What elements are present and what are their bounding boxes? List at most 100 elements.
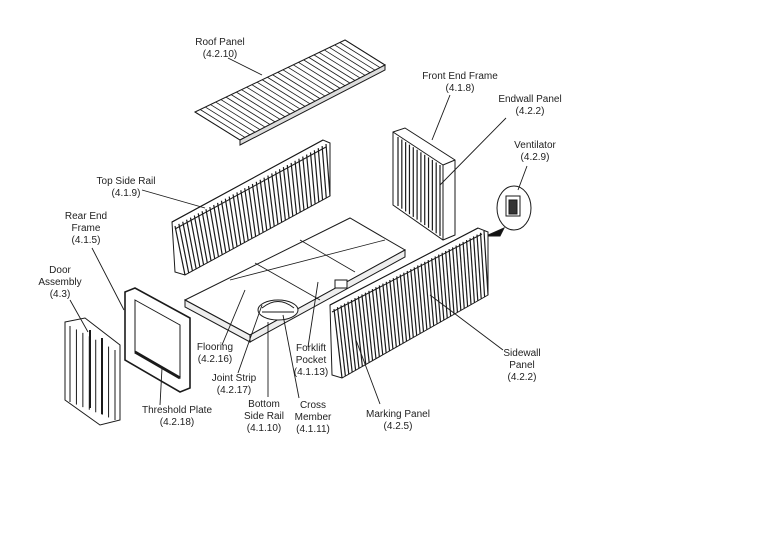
bottom-side-rail-line1: Bottom [248,399,280,410]
corrugation-rib [375,287,384,355]
marking-panel-name: Marking Panel [366,409,430,420]
corrugation-rib [216,202,227,253]
door-assembly-part [64,317,121,426]
corrugation-rib [236,91,281,120]
threshold-plate-code: (4.2.18) [159,417,195,428]
flooring-code: (4.2.16) [197,354,233,365]
marking-panel-code: (4.2.5) [383,421,413,432]
corrugation-rib [290,162,298,215]
label-sidewall-panel: Sidewall Panel (4.2.2) [496,348,548,384]
corrugation-rib [324,49,366,76]
front-end-frame-code: (4.1.8) [445,83,475,94]
corrugation-rib [241,89,286,118]
corrugation-rib [272,74,316,102]
sidewall-panel-line1: Sidewall [503,348,541,359]
bottom-side-rail-code: (4.1.10) [246,423,282,434]
corrugation-rib [325,143,331,197]
label-rear-end-frame: Rear End Frame (4.1.5) [58,211,114,247]
corrugation-rib [313,54,356,81]
corrugation-rib [225,96,271,125]
rear-end-frame-code: (4.1.5) [71,235,101,246]
corrugation-rib [438,254,445,321]
corrugation-rib [378,285,387,353]
rear-end-frame-line2: Frame [71,223,101,234]
label-door-assembly: Door Assembly (4.3) [32,265,88,301]
corrugation-rib [462,241,469,307]
corrugation-rib [382,283,391,352]
corrugation-rib [371,288,380,357]
corrugation-rib [329,47,371,74]
corrugation-rib [339,42,381,68]
corrugation-rib [357,296,367,365]
label-ventilator: Ventilator (4.2.9) [505,140,565,164]
corrugation-rib [448,249,455,315]
rear-end-frame-part [124,287,191,393]
corrugation-rib [251,183,260,235]
corrugation-rib [282,167,290,219]
top-side-rail-name: Top Side Rail [96,176,156,187]
sidewall-panel-part [329,227,489,379]
sidewall-panel-line2: Panel [509,360,535,371]
joint-strip-code: (4.2.17) [216,385,252,396]
corrugation-rib [251,84,296,112]
ventilator-name: Ventilator [514,140,556,151]
corrugation-rib [205,209,216,259]
corrugation-rib [215,101,261,130]
door-assembly-line1: Door [49,265,71,276]
door-assembly-code: (4.3) [49,289,71,300]
corrugation-rib [306,154,313,207]
corrugation-rib [445,250,452,317]
label-top-side-rail: Top Side Rail (4.1.9) [88,176,164,200]
corrugation-rib [465,240,472,305]
corrugation-rib [236,192,246,243]
forklift-pocket-line1: Forklift [296,343,326,354]
corrugation-rib [413,267,421,334]
corrugation-rib [340,305,350,375]
corrugation-rib [267,76,311,105]
corrugation-rib [389,279,397,348]
corrugation-rib [256,81,301,110]
corrugation-rib [263,177,272,229]
label-cross-member: Cross Member (4.1.11) [288,400,338,436]
corrugation-rib [344,39,386,66]
roof-panel-part [193,39,387,146]
cross-member-line2: Member [294,412,332,423]
corrugation-rib [427,259,435,326]
corrugation-rib [199,109,246,138]
corrugation-rib [259,179,268,231]
corrugation-rib [410,269,418,336]
corrugation-rib [354,298,363,367]
door-assembly-line2: Assembly [38,277,82,288]
corrugation-rib [476,234,482,299]
corrugation-rib [178,223,190,274]
corrugation-rib [244,188,253,239]
corrugation-rib [364,292,374,361]
corrugation-rib [247,185,257,237]
bottom-side-rail-line2: Side Rail [243,411,285,422]
corrugation-rib [271,173,279,225]
corrugation-rib [298,158,305,211]
top-side-rail-part [171,139,331,276]
corrugation-rib [309,152,316,205]
leader-lines [69,57,528,406]
corrugation-rib [201,211,212,261]
corrugation-rib [246,86,291,115]
front-end-frame-part [392,127,456,241]
corrugation-rib [294,160,301,213]
corrugation-rib [213,204,223,255]
corrugation-rib [278,169,286,221]
corrugation-rib [286,164,294,217]
corrugation-rib [434,256,442,323]
label-bottom-side-rail: Bottom Side Rail (4.1.10) [236,399,292,435]
corrugation-rib [293,64,336,92]
corrugation-rib [333,308,343,379]
corrugation-rib [455,245,462,311]
corrugation-rib [303,59,346,87]
corrugation-rib [224,198,234,249]
corrugation-rib [209,206,220,257]
corrugation-rib [230,94,276,123]
corrugation-rib [396,276,404,344]
corrugation-rib [420,263,428,330]
corrugation-rib [472,236,479,301]
threshold-plate-name: Threshold Plate [141,405,213,416]
